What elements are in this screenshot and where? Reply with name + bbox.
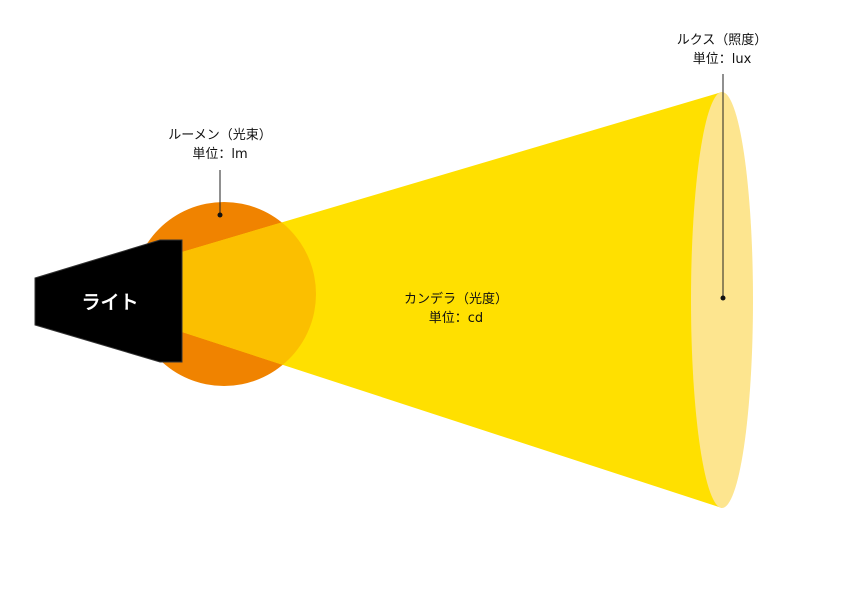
lux-label: ルクス（照度） 単位：lux — [677, 31, 768, 69]
lumen-title: ルーメン（光束） — [168, 128, 272, 143]
lumen-label: ルーメン（光束） 単位：lm — [168, 126, 271, 164]
candela-label: カンデラ（光度） 単位：cd — [404, 290, 508, 328]
lux-title: ルクス（照度） — [676, 33, 768, 48]
lux-unit: 単位：lux — [692, 52, 752, 67]
lux-leader-dot — [720, 295, 726, 301]
candela-unit: 単位：cd — [428, 311, 484, 326]
lumen-unit: 単位：lm — [192, 147, 248, 162]
light-label: ライト — [81, 291, 139, 314]
candela-cone — [182, 92, 722, 508]
lumen-leader-dot — [217, 212, 223, 218]
light-body — [34, 239, 183, 363]
candela-title: カンデラ（光度） — [403, 292, 509, 307]
